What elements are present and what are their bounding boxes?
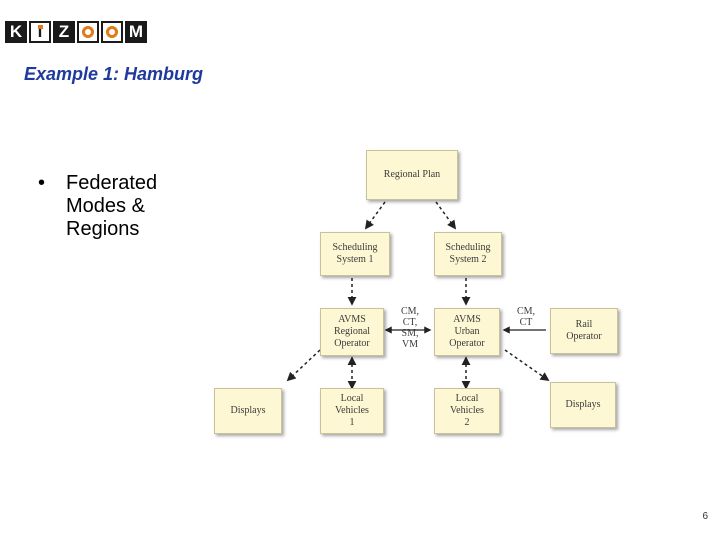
arrow-avms-regional-to-displays	[286, 349, 321, 382]
node-avms-regional-operator: AVMS Regional Operator	[320, 308, 384, 356]
diagram-arrows	[286, 201, 550, 390]
arrow-plan-to-sched2	[435, 201, 457, 230]
logo-letter-m: M	[125, 21, 147, 43]
arrow-plan-to-sched1	[364, 201, 386, 230]
page-number: 6	[702, 511, 708, 522]
logo-letter-k: K	[5, 21, 27, 43]
node-scheduling-system-1: Scheduling System 1	[320, 232, 390, 276]
logo-letter-z: Z	[53, 21, 75, 43]
bullet-symbol: •	[38, 172, 46, 194]
bullet-item: • Federated Modes & Regions	[38, 172, 196, 241]
slide-title: Example 1: Hamburg	[24, 64, 204, 84]
hamburg-federation-diagram: Regional Plan Scheduling System 1 Schedu…	[200, 138, 630, 443]
logo-letter-o1	[77, 21, 99, 43]
node-rail-operator: Rail Operator	[550, 308, 618, 354]
node-local-vehicles-1: Local Vehicles 1	[320, 388, 384, 434]
logo-letter-i: i	[29, 21, 51, 43]
arrow-avms-urban-to-displays	[504, 349, 550, 382]
node-avms-urban-operator: AVMS Urban Operator	[434, 308, 500, 356]
node-local-vehicles-2: Local Vehicles 2	[434, 388, 500, 434]
node-displays-right: Displays	[550, 382, 616, 428]
label-avms-exchange: CM, CT, SM, VM	[400, 306, 420, 350]
logo-letter-o2	[101, 21, 123, 43]
node-scheduling-system-2: Scheduling System 2	[434, 232, 502, 276]
node-displays-left: Displays	[214, 388, 282, 434]
label-rail-exchange: CM, CT	[516, 306, 536, 328]
kizoom-logo: K i Z M	[5, 21, 147, 43]
node-regional-plan: Regional Plan	[366, 150, 458, 200]
bullet-text: Federated Modes & Regions	[66, 172, 158, 240]
